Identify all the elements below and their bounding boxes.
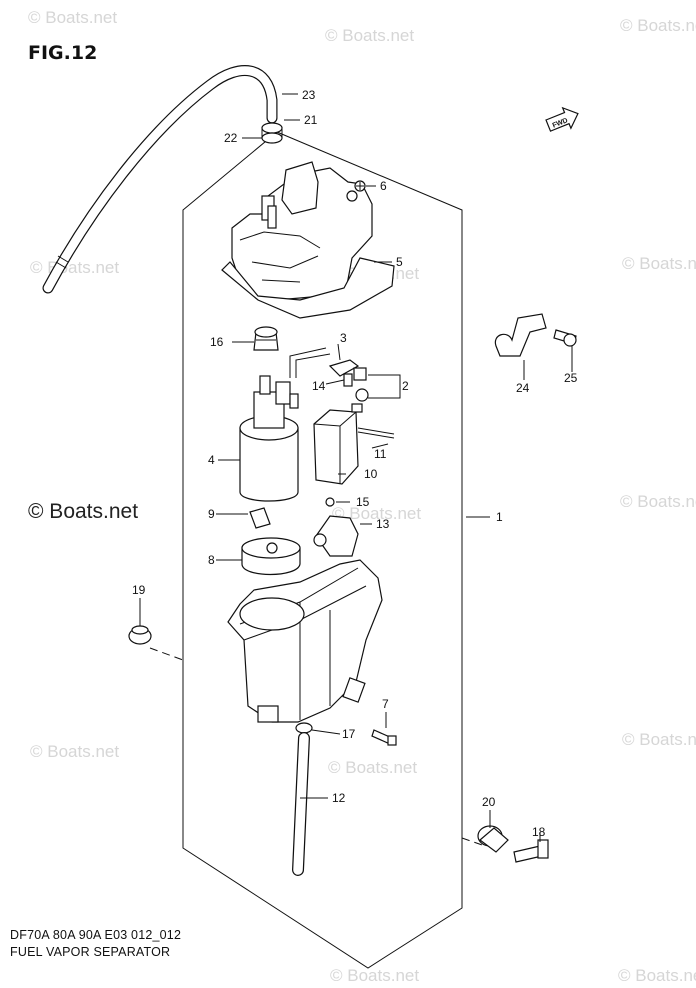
- footer-part-name: FUEL VAPOR SEPARATOR: [10, 945, 171, 959]
- watermark: © Boats.net: [332, 504, 422, 523]
- callout-25: 25: [564, 371, 578, 385]
- callout-3: 3: [340, 331, 347, 345]
- callout-14: 14: [312, 379, 326, 393]
- watermark: © Boats.net: [618, 966, 696, 985]
- screw: [325, 497, 335, 507]
- hose-clamp: [261, 122, 283, 134]
- callout-13: 13: [376, 517, 390, 531]
- watermark: © Boats.net: [622, 730, 696, 749]
- callout-22: 22: [224, 131, 238, 145]
- callout-6: 6: [380, 179, 387, 193]
- watermark: © Boats.net: [328, 758, 418, 777]
- callout-18: 18: [532, 825, 546, 839]
- callout-19: 19: [132, 583, 146, 597]
- fuel-pump: [239, 427, 299, 502]
- watermark: © Boats.net: [620, 16, 696, 35]
- callout-7: 7: [382, 697, 389, 711]
- callout-17: 17: [342, 727, 356, 741]
- callout-1: 1: [496, 510, 503, 524]
- pump-bracket: [328, 359, 360, 377]
- watermark: © Boats.net: [620, 492, 696, 511]
- watermark: © Boats.net: [622, 254, 696, 273]
- fuel-joint: [249, 507, 271, 529]
- callout-8: 8: [208, 553, 215, 567]
- harness-block: [313, 409, 359, 485]
- callout-10: 10: [364, 467, 378, 481]
- pressure-regulator: [315, 515, 359, 557]
- figure-title: FIG.12: [28, 42, 98, 64]
- watermark: © Boats.net: [330, 966, 420, 985]
- watermark: © Boats.net: [30, 742, 120, 761]
- leader-lines: [139, 93, 573, 842]
- callout-21: 21: [304, 113, 318, 127]
- callout-12: 12: [332, 791, 346, 805]
- callout-5: 5: [396, 255, 403, 269]
- callout-4: 4: [208, 453, 215, 467]
- callout-23: 23: [302, 88, 316, 102]
- callout-11: 11: [374, 447, 387, 461]
- terminal-nut: [353, 367, 367, 381]
- hose-bracket: [494, 313, 547, 357]
- watermark: © Boats.net: [28, 8, 118, 27]
- fwd-arrow-icon: FWD: [545, 106, 579, 132]
- callout-2: 2: [402, 379, 409, 393]
- callout-24: 24: [516, 381, 530, 395]
- callout-20: 20: [482, 795, 496, 809]
- watermark: © Boats.net: [325, 26, 415, 45]
- reference-line: [149, 647, 184, 661]
- callout-9: 9: [208, 507, 215, 521]
- callout-labels: 23 21 22 6 5 3 16 2 14 11 10 4 15 13 9 1…: [132, 88, 578, 839]
- callout-16: 16: [210, 335, 224, 349]
- callout-15: 15: [356, 495, 370, 509]
- footer-model-code: DF70A 80A 90A E03 012_012: [10, 928, 182, 942]
- hose-clip: [295, 722, 313, 734]
- reference-line: [461, 837, 486, 847]
- boats-net-watermark: © Boats.net: [28, 500, 139, 523]
